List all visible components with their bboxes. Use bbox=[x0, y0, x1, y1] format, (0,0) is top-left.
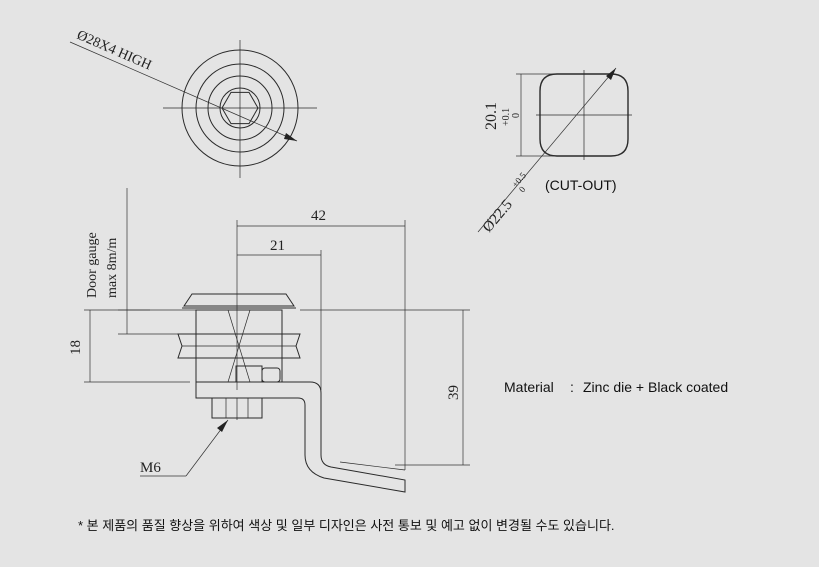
leader-line bbox=[69, 41, 298, 142]
dim-42: 42 bbox=[311, 208, 326, 224]
cam bbox=[195, 381, 406, 493]
material-value: Zinc die + Black coated bbox=[583, 379, 728, 395]
thread-label: M6 bbox=[140, 460, 161, 476]
height-tol-upper: +0.1 bbox=[501, 108, 512, 126]
material-separator: : bbox=[570, 379, 574, 395]
cross-line-2 bbox=[227, 309, 251, 383]
height-value: 20.1 bbox=[483, 102, 500, 130]
cam-inner-edge bbox=[339, 461, 406, 471]
cutout-view: 20.1 +0.1 0 Ø22.5 +0.5 0 (CUT-OUT) bbox=[477, 67, 632, 236]
material-label: Material bbox=[504, 379, 554, 395]
cutout-diameter-value: Ø22.5 bbox=[480, 197, 516, 236]
lock-head bbox=[183, 293, 295, 307]
height-tol-lower: 0 bbox=[511, 113, 522, 118]
diameter-leader bbox=[477, 67, 617, 233]
arrowhead-icon bbox=[217, 420, 228, 432]
side-view: 42 21 Door gauge max 8m/m 18 39 bbox=[68, 188, 470, 493]
arrowhead-icon bbox=[284, 133, 297, 141]
dim-39: 39 bbox=[446, 385, 462, 400]
top-view: Ø28X4 HIGH bbox=[69, 28, 317, 178]
door-gauge-line2: max 8m/m bbox=[105, 238, 120, 298]
dim-21: 21 bbox=[270, 238, 285, 254]
material-note: Material : Zinc die + Black coated bbox=[504, 379, 728, 395]
footnote: * 본 제품의 품질 향상을 위하여 색상 및 일부 디자인은 사전 통보 및 … bbox=[78, 518, 615, 533]
dim-18: 18 bbox=[68, 340, 84, 355]
diameter-label: Ø28X4 HIGH bbox=[74, 28, 153, 74]
cutout-diameter-tol-lower: 0 bbox=[517, 184, 528, 194]
arrowhead-icon bbox=[606, 68, 616, 80]
cutout-shape bbox=[539, 73, 629, 157]
cutout-label: (CUT-OUT) bbox=[545, 177, 617, 193]
lock-tab bbox=[261, 367, 281, 383]
door-gauge-line1: Door gauge bbox=[85, 232, 100, 298]
